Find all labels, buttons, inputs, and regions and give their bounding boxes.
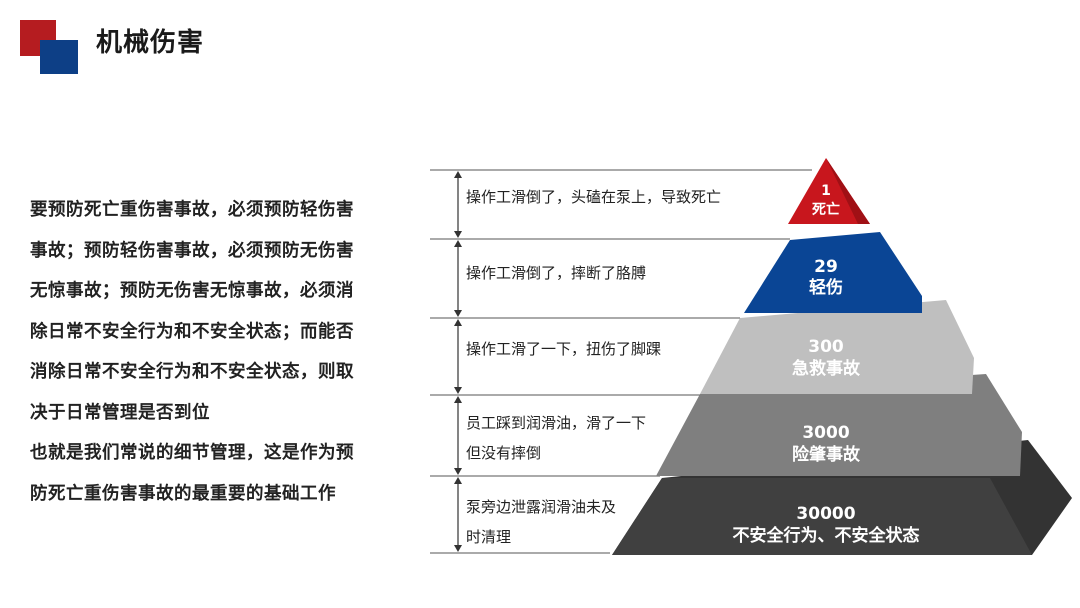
caption-tier-1: 操作工滑倒了，头磕在泵上，导致死亡 [466, 188, 721, 206]
caption-tier-4-line-1: 员工踩到润滑油，滑了一下 [466, 414, 646, 432]
intro-text: 要预防死亡重伤害事故，必须预防轻伤害 事故；预防轻伤害事故，必须预防无伤害 无惊… [30, 190, 430, 514]
tier-5-shape [612, 478, 1032, 555]
intro-line: 防死亡重伤害事故的最重要的基础工作 [30, 483, 336, 504]
caption-tier-5-line-1: 泵旁边泄露润滑油未及 [466, 498, 616, 516]
tier-1-shape [788, 158, 870, 224]
arrow-3 [454, 319, 462, 394]
tier-5-value: 30000 [796, 504, 855, 524]
caption-tier-2: 操作工滑倒了，摔断了胳膊 [466, 264, 646, 282]
tier-2-shape [744, 232, 922, 313]
intro-line: 消除日常不安全行为和不安全状态，则取 [30, 362, 354, 382]
tier-4-shape [656, 374, 1022, 476]
tier-5-label: 不安全行为、不安全状态 [733, 525, 920, 546]
captions: 操作工滑倒了，头磕在泵上，导致死亡 操作工滑倒了，摔断了胳膊 操作工滑了一下，扭… [466, 188, 721, 546]
span-arrows [454, 171, 462, 552]
tier-1: 1 死亡 [788, 158, 870, 224]
intro-line: 决于日常管理是否到位 [30, 402, 210, 423]
tier-1-side [826, 158, 870, 224]
arrow-1 [454, 171, 462, 238]
tier-1-label: 死亡 [811, 201, 840, 218]
intro-line: 事故；预防轻伤害事故，必须预防无伤害 [30, 240, 354, 261]
caption-tier-5-line-2: 时清理 [466, 528, 511, 546]
tier-3-label: 急救事故 [792, 358, 861, 379]
tier-3-value: 300 [808, 337, 844, 357]
tier-4-value: 3000 [802, 423, 849, 443]
tier-2-label: 轻伤 [809, 277, 843, 298]
intro-line: 要预防死亡重伤害事故，必须预防轻伤害 [30, 200, 354, 220]
tier-4-label: 险肇事故 [792, 444, 861, 465]
tier-2: 29 轻伤 [744, 232, 922, 313]
caption-tier-4-line-2: 但没有摔倒 [466, 444, 541, 462]
intro-line: 除日常不安全行为和不安全状态；而能否 [30, 321, 354, 342]
scale-rules [430, 169, 812, 554]
tier-2-value: 29 [814, 257, 838, 277]
arrow-5 [454, 477, 462, 552]
caption-tier-3: 操作工滑了一下，扭伤了脚踝 [466, 340, 661, 358]
tier-4: 3000 险肇事故 [656, 374, 1022, 476]
arrow-2 [454, 240, 462, 317]
intro-line: 也就是我们常说的细节管理，这是作为预 [30, 443, 354, 463]
tier-3: 300 急救事故 [700, 300, 974, 394]
page-title: 机械伤害 [96, 28, 205, 58]
arrow-4 [454, 396, 462, 475]
logo [20, 20, 80, 76]
tier-1-value: 1 [821, 183, 831, 199]
tier-3-shape [700, 300, 974, 394]
intro-line: 无惊事故；预防无伤害无惊事故，必须消 [30, 281, 354, 301]
logo-blue-square [40, 40, 78, 74]
